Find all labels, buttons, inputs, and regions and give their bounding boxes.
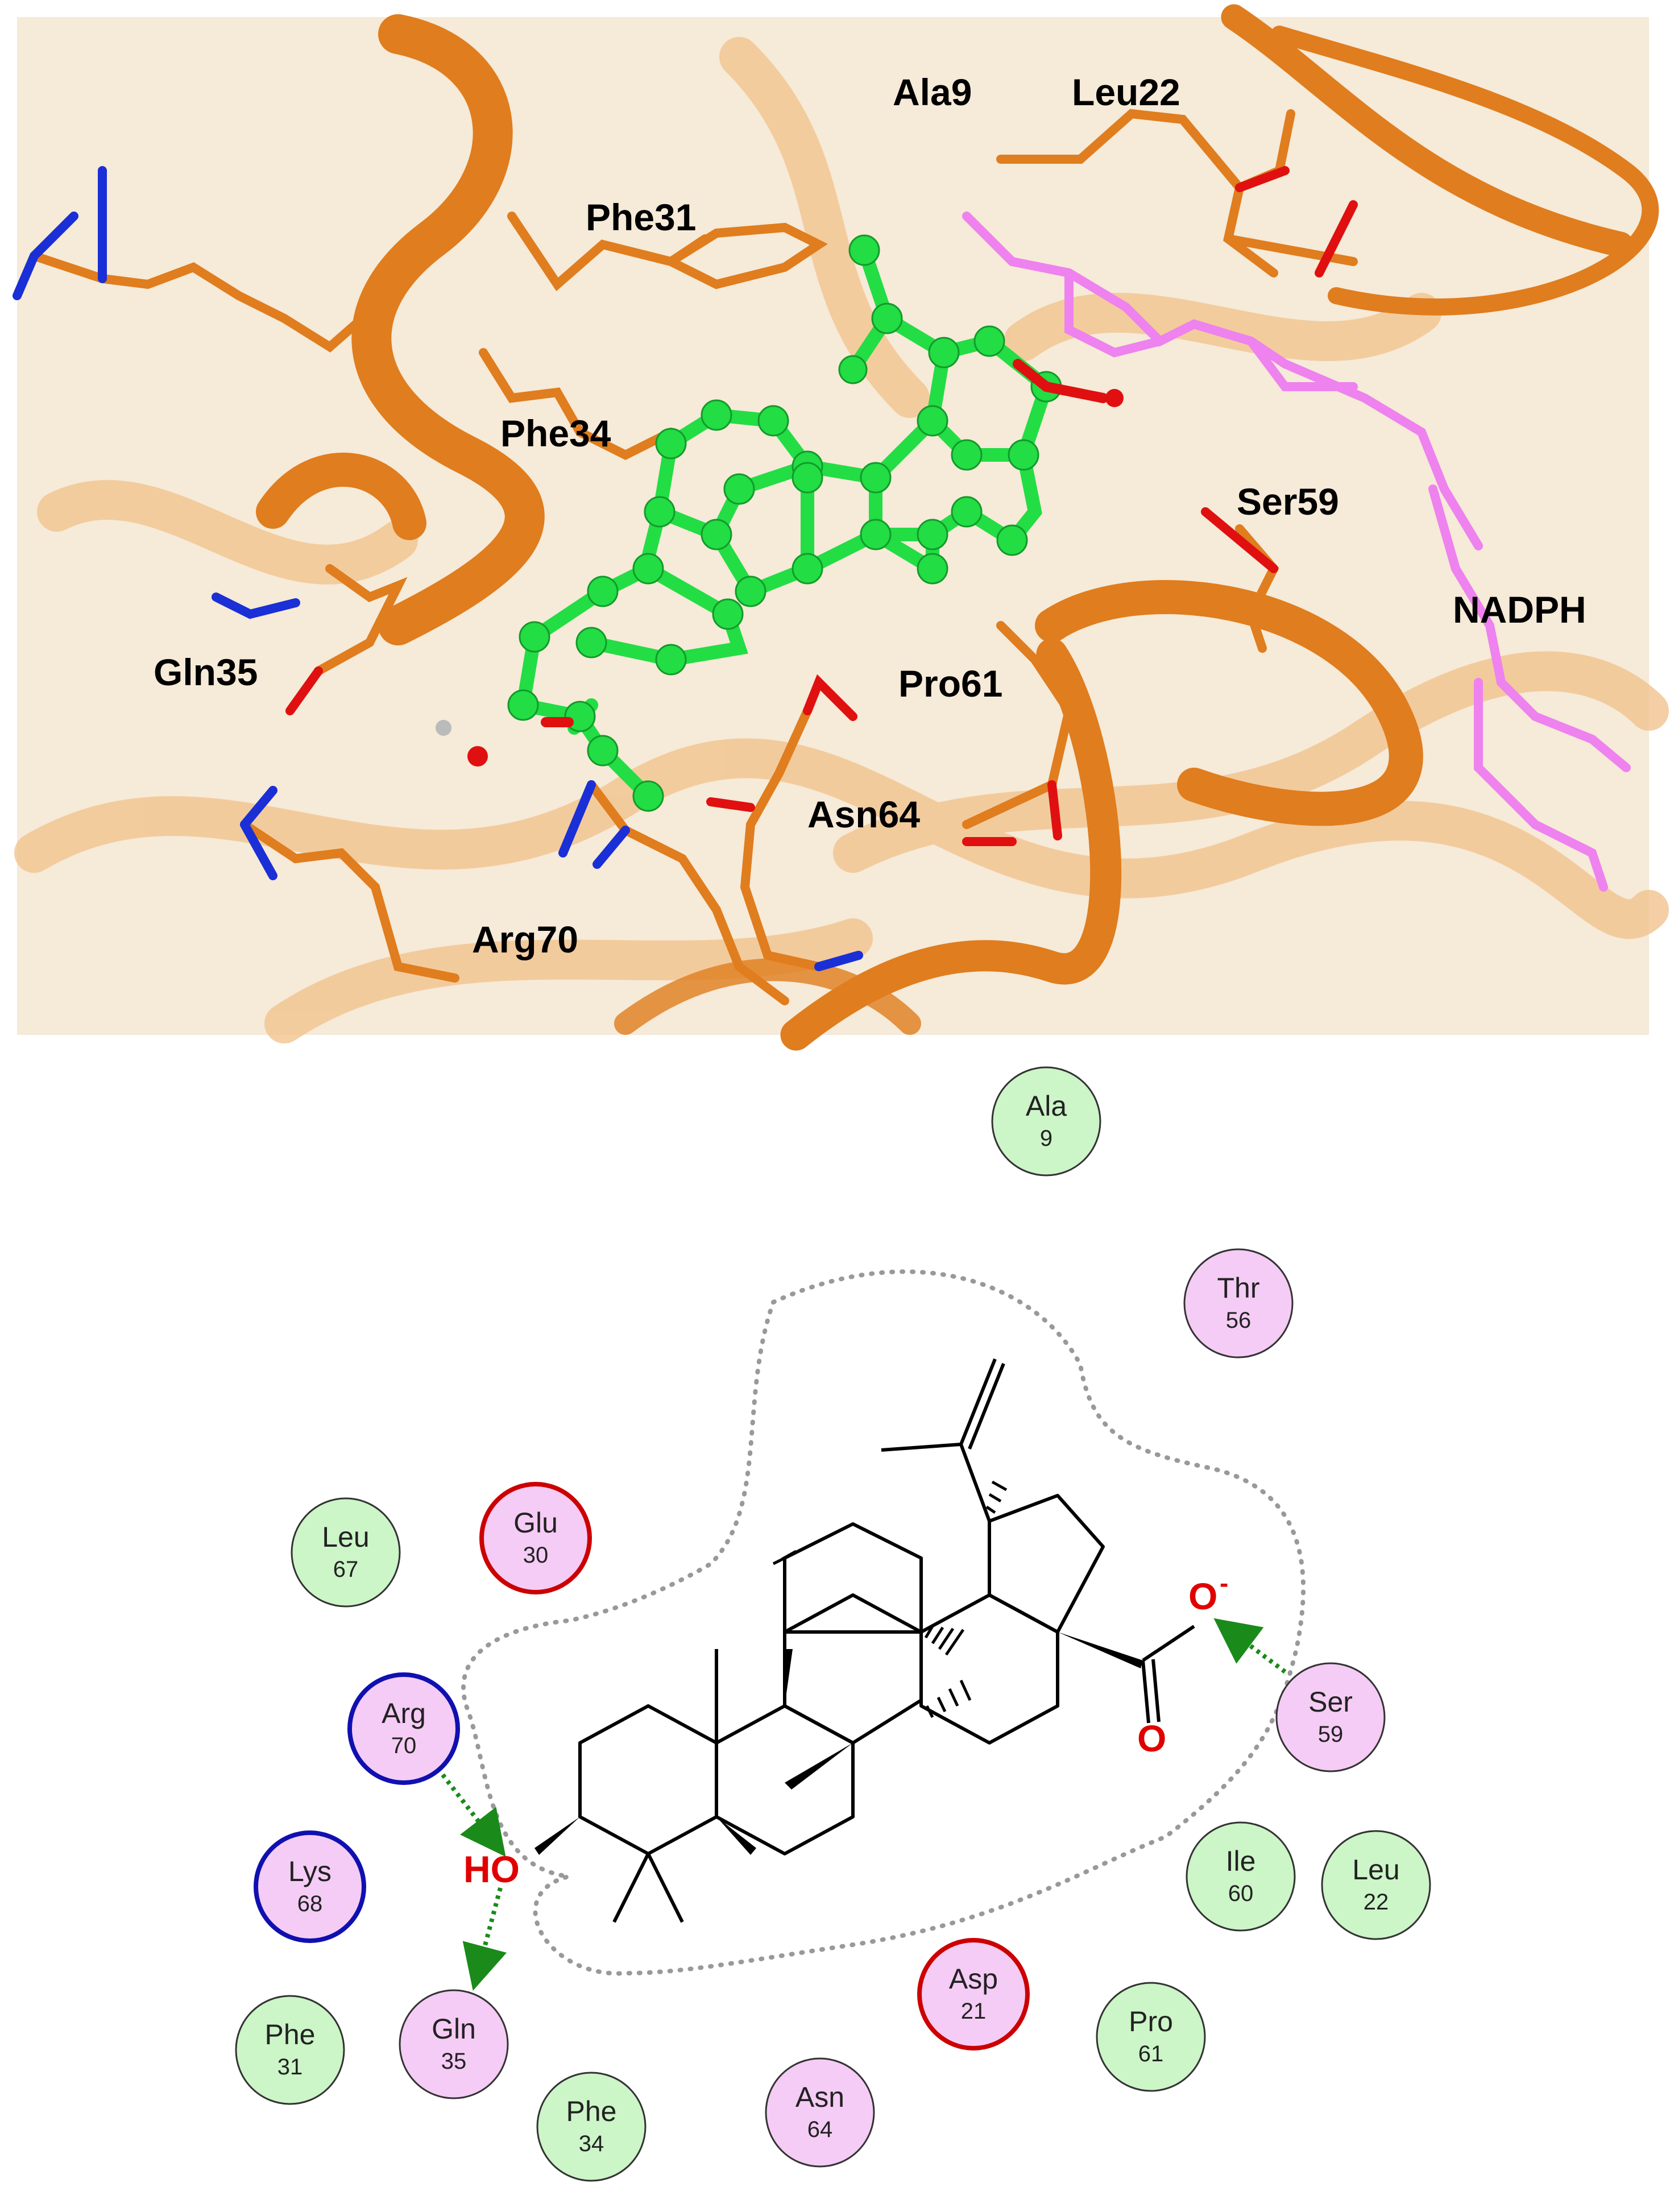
hbond-arg70 [436, 1767, 506, 1857]
residue-lys68: Lys 68 [254, 1830, 366, 1943]
nadph-sticks [962, 212, 1631, 892]
svg-text:Lys: Lys [288, 1855, 331, 1887]
pocket-outline [461, 1269, 1306, 1976]
svg-text:Leu: Leu [322, 1521, 369, 1553]
residue-pro61: Pro 61 [1096, 1982, 1206, 2092]
svg-text:Phe: Phe [265, 2019, 316, 2051]
svg-text:56: 56 [1226, 1308, 1252, 1333]
residue-asn64: Asn 64 [765, 2057, 875, 2168]
svg-text:59: 59 [1318, 1722, 1344, 1747]
wedge-bond-methyl [785, 1743, 853, 1790]
carboxylate-charge-label: - [1220, 1568, 1228, 1598]
svg-text:22: 22 [1364, 1890, 1389, 1915]
svg-text:Pro: Pro [1129, 2006, 1173, 2037]
svg-text:30: 30 [523, 1543, 549, 1568]
label-nadph: NADPH [1453, 589, 1586, 631]
svg-text:Glu: Glu [513, 1507, 558, 1539]
svg-text:Gln: Gln [432, 2013, 476, 2045]
interaction-diagram-2d: HO O - O Ala 9 Thr 56 Leu 67 [235, 1066, 1431, 2182]
residue-ala9: Ala 9 [991, 1066, 1101, 1177]
label-pro61: Pro61 [898, 662, 1002, 705]
label-leu22: Leu22 [1072, 71, 1180, 113]
svg-text:68: 68 [297, 1891, 323, 1916]
svg-text:34: 34 [579, 2131, 604, 2156]
wedge-bond-h2 [785, 1649, 793, 1706]
label-asn64: Asn64 [807, 793, 920, 835]
ribbon-foreground [256, 4, 1659, 1051]
residue-discs: Ala 9 Thr 56 Leu 67 Glu 30 Arg 70 [235, 1066, 1431, 2182]
residue-labels-3d: Ala9 Leu22 Phe31 Phe34 Ser59 NADPH Gln35… [154, 71, 1586, 960]
wedge-bond [1058, 1632, 1143, 1668]
residue-leu67: Leu 67 [291, 1497, 401, 1608]
hbond-ser59 [1213, 1618, 1287, 1674]
svg-text:Thr: Thr [1217, 1272, 1260, 1304]
residue-thr56: Thr 56 [1183, 1248, 1294, 1358]
hydrogen-bonds [436, 1618, 1287, 1991]
svg-text:61: 61 [1138, 2041, 1164, 2066]
carbonyl-o-label: O [1137, 1717, 1166, 1759]
svg-text:Leu: Leu [1352, 1854, 1399, 1886]
betulinic-acid-structure [578, 1358, 1195, 1923]
svg-text:31: 31 [277, 2054, 303, 2080]
svg-text:Ala: Ala [1026, 1090, 1067, 1122]
label-arg70: Arg70 [472, 918, 578, 960]
svg-text:Arg: Arg [382, 1697, 426, 1729]
label-gln35: Gln35 [154, 651, 258, 693]
residue-arg70: Arg 70 [347, 1672, 460, 1785]
residue-gln35: Gln 35 [399, 1989, 509, 2099]
svg-text:70: 70 [391, 1733, 417, 1758]
hash-bonds [772, 1480, 1008, 1718]
carboxylate-o-label: O [1188, 1575, 1217, 1617]
residue-glu30: Glu 30 [479, 1482, 592, 1594]
residue-phe31: Phe 31 [235, 1995, 345, 2105]
label-phe31: Phe31 [586, 196, 696, 238]
svg-text:64: 64 [807, 2117, 833, 2142]
svg-text:60: 60 [1228, 1881, 1254, 1906]
svg-text:Phe: Phe [566, 2095, 617, 2127]
wedge-bond-h [716, 1817, 756, 1855]
residue-phe34: Phe 34 [536, 2072, 647, 2182]
label-ser59: Ser59 [1237, 480, 1339, 523]
svg-text:9: 9 [1040, 1126, 1052, 1151]
svg-text:35: 35 [441, 2049, 467, 2074]
svg-text:21: 21 [961, 1999, 987, 2024]
svg-text:Ser: Ser [1308, 1686, 1353, 1718]
residue-asp21: Asp 21 [917, 1938, 1030, 2051]
residue-ile60: Ile 60 [1186, 1821, 1296, 1932]
wedge-bond-ho [534, 1817, 580, 1855]
label-ala9: Ala9 [893, 71, 972, 113]
residue-ser59: Ser 59 [1275, 1662, 1386, 1772]
label-phe34: Phe34 [500, 412, 611, 454]
protein-3d-view: Ala9 Leu22 Phe31 Phe34 Ser59 NADPH Gln35… [13, 4, 1669, 1051]
svg-text:Asp: Asp [949, 1963, 998, 1995]
svg-text:Ile: Ile [1226, 1845, 1256, 1877]
side-chains [13, 109, 1358, 1005]
ligand-ball-stick [436, 234, 1124, 812]
svg-text:67: 67 [333, 1557, 359, 1582]
hbond-gln35 [462, 1887, 507, 1991]
svg-text:Asn: Asn [795, 2081, 844, 2113]
residue-leu22: Leu 22 [1321, 1830, 1431, 1940]
hydroxyl-label: HO [463, 1848, 520, 1890]
